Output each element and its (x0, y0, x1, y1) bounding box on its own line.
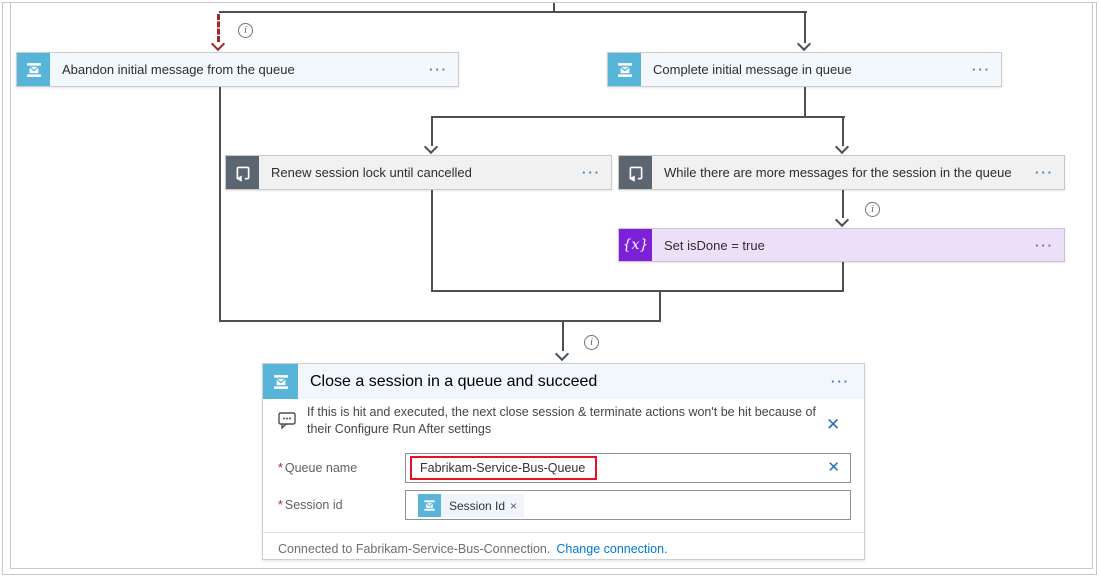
connector-line (553, 3, 555, 12)
action-menu-button[interactable]: ··· (831, 374, 850, 389)
action-title: Renew session lock until cancelled (271, 165, 472, 180)
connection-status: Connected to Fabrikam-Service-Bus-Connec… (278, 542, 668, 556)
action-card-abandon-message[interactable]: Abandon initial message from the queue ·… (16, 52, 459, 87)
variable-icon: {x} (619, 229, 652, 261)
run-after-note: If this is hit and executed, the next cl… (307, 405, 816, 436)
service-bus-icon (608, 53, 641, 86)
info-icon[interactable]: i (865, 202, 880, 217)
footer-divider (263, 532, 864, 533)
connector-line (219, 87, 221, 322)
connector-line (804, 87, 806, 118)
connector-line (431, 290, 844, 292)
annotation-highlight-box: Fabrikam-Service-Bus-Queue (410, 456, 598, 480)
change-connection-link[interactable]: Change connection. (556, 542, 668, 556)
action-card-close-session-expanded[interactable]: Close a session in a queue and succeed ·… (262, 363, 865, 560)
connector-line (842, 262, 844, 292)
variable-glyph: {x} (622, 237, 649, 253)
info-glyph: i (244, 25, 247, 36)
clear-field-icon[interactable]: ✕ (827, 459, 840, 476)
queue-name-field[interactable]: Fabrikam-Service-Bus-Queue ✕ (405, 453, 851, 483)
connector-line (219, 320, 661, 322)
action-title: Abandon initial message from the queue (62, 62, 295, 77)
dismiss-note-button[interactable]: ✕ (826, 415, 841, 434)
action-title: Set isDone = true (664, 237, 765, 253)
action-menu-button[interactable]: ··· (972, 62, 991, 77)
connector-line (842, 118, 844, 146)
info-glyph: i (871, 204, 874, 215)
token-label: Session Id (449, 498, 506, 513)
comment-icon (278, 412, 297, 434)
connector-line (804, 13, 806, 43)
action-menu-button[interactable]: ··· (429, 62, 448, 77)
action-title: While there are more messages for the se… (664, 165, 1012, 180)
until-loop-icon (226, 156, 259, 189)
session-id-field[interactable]: Session Id × (405, 490, 851, 520)
action-card-set-variable[interactable]: {x} Set isDone = true ··· (618, 228, 1065, 262)
info-icon[interactable]: i (238, 23, 253, 38)
connector-line (431, 118, 433, 146)
action-card-complete-message[interactable]: Complete initial message in queue ··· (607, 52, 1002, 87)
action-menu-button[interactable]: ··· (582, 165, 601, 180)
scope-card-while-more-messages[interactable]: While there are more messages for the se… (618, 155, 1065, 190)
action-menu-button[interactable]: ··· (1035, 165, 1054, 180)
action-title: Complete initial message in queue (653, 62, 852, 77)
scope-card-renew-session-lock[interactable]: Renew session lock until cancelled ··· (225, 155, 612, 190)
connector-line (842, 190, 844, 218)
required-asterisk: * (278, 461, 283, 475)
info-glyph: i (590, 337, 593, 348)
connector-line (219, 11, 807, 13)
connection-status-text: Connected to Fabrikam-Service-Bus-Connec… (278, 542, 551, 556)
dynamic-content-token[interactable]: Session Id × (418, 494, 525, 517)
remove-token-icon[interactable]: × (510, 498, 518, 513)
connector-line (431, 190, 433, 292)
service-bus-icon (17, 53, 50, 86)
until-loop-icon (619, 156, 652, 189)
action-title: Close a session in a queue and succeed (310, 372, 598, 390)
connector-line (431, 116, 845, 118)
service-bus-icon (418, 494, 441, 517)
queue-name-label: *Queue name (278, 461, 358, 475)
action-menu-button[interactable]: ··· (1035, 237, 1054, 253)
session-id-label: *Session id (278, 498, 343, 512)
action-card-header[interactable]: Close a session in a queue and succeed ·… (263, 364, 864, 399)
connector-line (659, 290, 661, 322)
run-after-failed-connector (217, 14, 220, 42)
info-icon[interactable]: i (584, 335, 599, 350)
connector-line (562, 320, 564, 351)
service-bus-icon (263, 364, 298, 399)
required-asterisk: * (278, 498, 283, 512)
queue-name-value: Fabrikam-Service-Bus-Queue (420, 461, 586, 475)
